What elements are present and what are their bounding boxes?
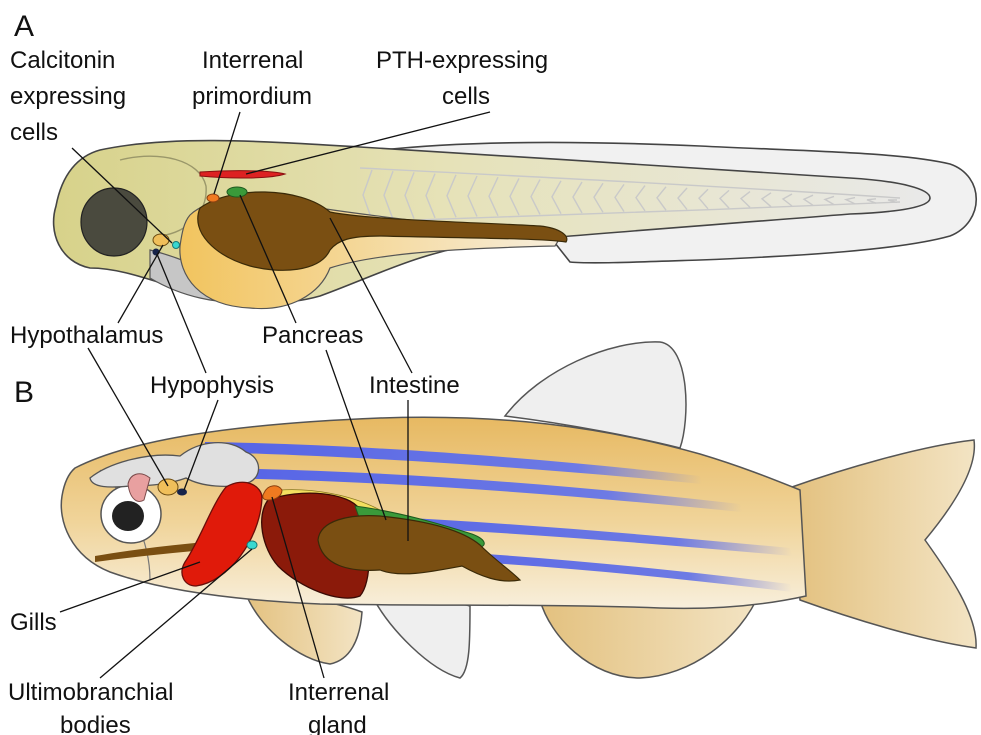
- label-pth-cells: PTH-expressing: [376, 47, 548, 74]
- larva-eye: [81, 188, 147, 256]
- larva-hypothalamus: [153, 234, 169, 246]
- label-pancreas: Pancreas: [262, 322, 363, 349]
- label-interrenal-gland: gland: [308, 712, 367, 735]
- label-interrenal-primordium: Interrenal: [202, 47, 303, 74]
- calcitonin-expressing-cells: [173, 242, 180, 249]
- label-ultimobranchial: bodies: [60, 712, 131, 735]
- label-pth-cells: cells: [442, 83, 490, 110]
- adult-hypothalamus: [158, 479, 178, 495]
- label-calcitonin: cells: [10, 119, 58, 146]
- label-ultimobranchial: Ultimobranchial: [8, 679, 173, 706]
- larva-drawing: [54, 141, 977, 309]
- label-gills: Gills: [10, 609, 57, 636]
- label-calcitonin: expressing: [10, 83, 126, 110]
- larva-pancreas: [227, 187, 247, 197]
- panel-b-letter: B: [14, 376, 34, 409]
- interrenal-primordium: [207, 194, 219, 202]
- adult-pelvic-fin: [372, 596, 470, 678]
- adult-ultimobranchial-body: [247, 541, 257, 549]
- pth-expressing-cells: [200, 171, 285, 178]
- label-hypothalamus: Hypothalamus: [10, 322, 163, 349]
- label-interrenal-gland: Interrenal: [288, 679, 389, 706]
- adult-hypophysis: [177, 489, 187, 496]
- label-calcitonin: Calcitonin: [10, 47, 115, 74]
- label-intestine: Intestine: [369, 372, 460, 399]
- adult-pupil: [112, 501, 144, 531]
- adult-caudal-fin: [792, 440, 976, 648]
- panel-a-letter: A: [14, 10, 34, 43]
- label-hypophysis: Hypophysis: [150, 372, 274, 399]
- label-interrenal-primordium: primordium: [192, 83, 312, 110]
